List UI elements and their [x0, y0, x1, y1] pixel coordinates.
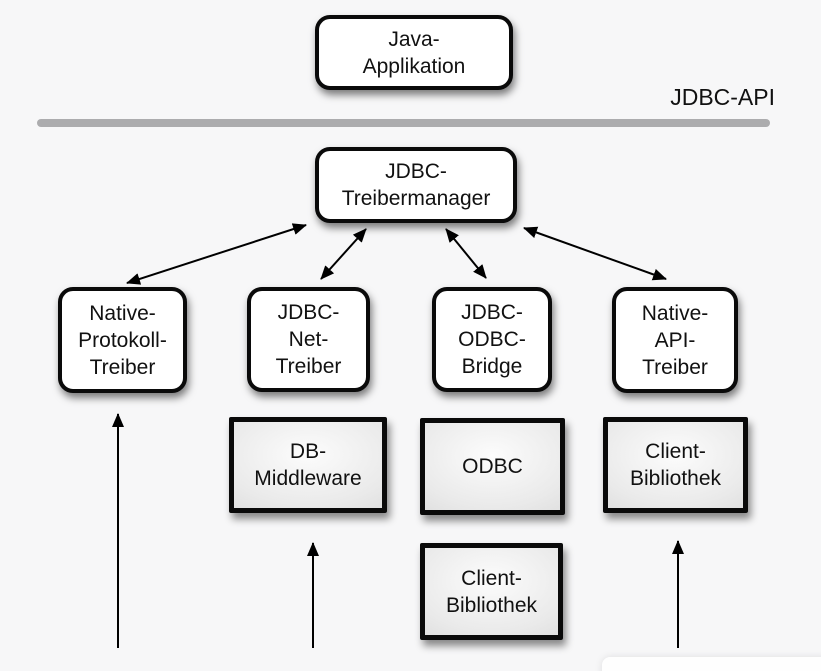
node-client-bibliothek-right: Client- Bibliothek [603, 417, 748, 513]
node-java-applikation: Java- Applikation [315, 15, 513, 90]
node-native-api-treiber: Native- API- Treiber [612, 287, 738, 393]
node-jdbc-odbc-bridge: JDBC- ODBC- Bridge [432, 287, 552, 392]
node-odbc: ODBC [420, 418, 565, 515]
edge-manager-jdbc-net [320, 228, 367, 280]
node-native-protokoll-treiber: Native- Protokoll- Treiber [58, 287, 187, 393]
edge-manager-jdbc-odbc [445, 228, 487, 279]
node-client-bibliothek-bottom: Client- Bibliothek [420, 543, 563, 640]
edge-manager-native-api [523, 226, 667, 281]
partial-box-bottom-right [602, 657, 821, 671]
jdbc-api-label: JDBC-API [670, 84, 775, 110]
node-db-middleware: DB- Middleware [229, 417, 387, 513]
node-jdbc-treibermanager: JDBC- Treibermanager [315, 147, 517, 223]
edge-manager-native-protokoll [126, 223, 307, 285]
jdbc-api-divider-line [37, 119, 770, 127]
node-jdbc-net-treiber: JDBC- Net- Treiber [247, 287, 370, 392]
